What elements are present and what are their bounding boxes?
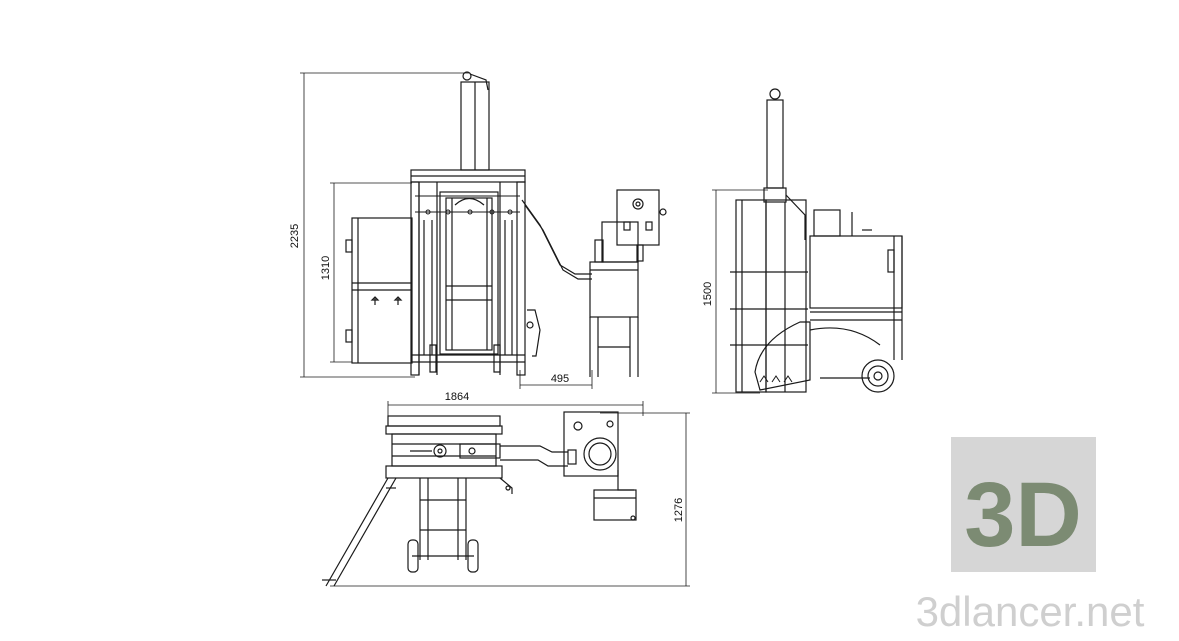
dim-label-495: 495 — [551, 373, 569, 385]
dimension-1864: 1864 — [387, 391, 644, 416]
dim-label-2235: 2235 — [289, 224, 301, 248]
watermark: 3D 3dlancer.net — [916, 437, 1145, 635]
dimension-1276: 1276 — [330, 412, 690, 587]
dim-label-1500: 1500 — [702, 282, 714, 306]
hydraulic-unit — [589, 189, 667, 377]
dimension-495: 495 — [519, 370, 593, 389]
dimension-2235: 2235 — [289, 72, 470, 378]
front-view: 2235 1310 — [289, 71, 667, 389]
site-watermark: 3dlancer.net — [916, 588, 1145, 635]
dim-label-1276: 1276 — [673, 498, 685, 522]
logo-3d-background — [951, 437, 1096, 572]
dimension-1500: 1500 — [702, 189, 768, 394]
dimension-1310: 1310 — [320, 182, 412, 363]
side-view: 1500 — [702, 88, 903, 394]
logo-3d-text: 3D — [964, 464, 1082, 566]
dim-label-1864: 1864 — [445, 391, 469, 403]
top-view: 1864 1276 — [322, 391, 690, 587]
dim-label-1310: 1310 — [320, 256, 332, 280]
